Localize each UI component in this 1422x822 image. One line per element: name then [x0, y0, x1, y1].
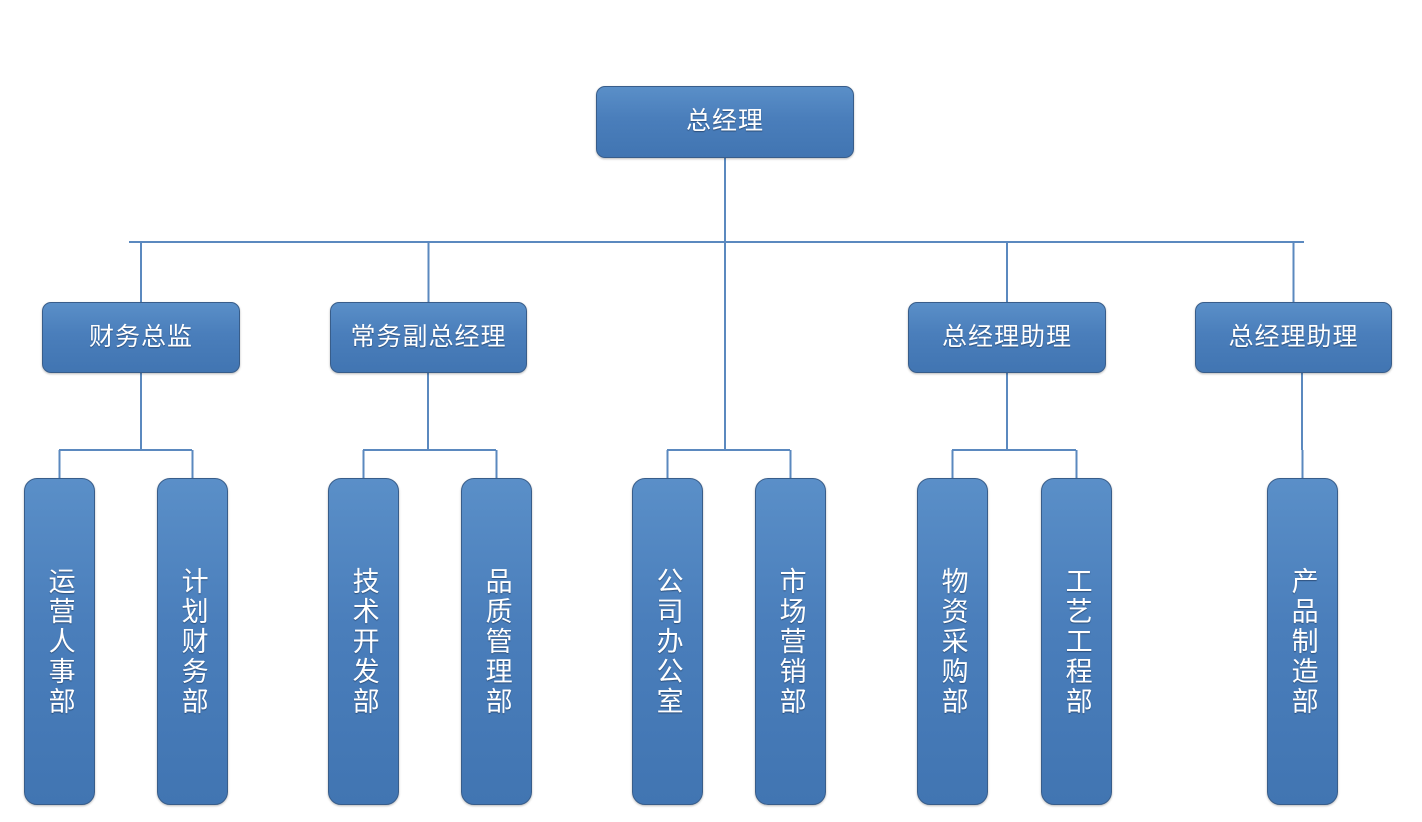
org-node-label-planning-finance: 计划财务部 [177, 566, 208, 717]
node-label-wrap: 产品制造部 [1268, 479, 1337, 804]
org-node-label-process-engineering: 工艺工程部 [1061, 566, 1092, 717]
org-node-label-tech-development: 技术开发部 [348, 566, 379, 717]
org-node-process-engineering[interactable]: 工艺工程部 [1041, 478, 1112, 805]
org-node-manufacturing[interactable]: 产品制造部 [1267, 478, 1338, 805]
org-node-label-gm-assistant-2: 总经理助理 [1228, 323, 1359, 351]
org-node-cfo[interactable]: 财务总监 [42, 302, 240, 373]
org-node-planning-finance[interactable]: 计划财务部 [157, 478, 228, 805]
org-node-marketing[interactable]: 市场营销部 [755, 478, 826, 805]
org-node-gm-assistant-1[interactable]: 总经理助理 [908, 302, 1106, 373]
org-node-label-cfo: 财务总监 [88, 323, 193, 351]
org-node-exec-vp[interactable]: 常务副总经理 [330, 302, 527, 373]
org-node-label-operations-hr: 运营人事部 [44, 566, 75, 717]
org-node-label-exec-vp: 常务副总经理 [350, 323, 507, 351]
node-label-wrap: 运营人事部 [25, 479, 94, 804]
node-label-wrap: 公司办公室 [633, 479, 702, 804]
org-node-procurement[interactable]: 物资采购部 [917, 478, 988, 805]
org-node-label-quality-management: 品质管理部 [481, 566, 512, 717]
node-label-wrap: 物资采购部 [918, 479, 987, 804]
org-node-label-procurement: 物资采购部 [937, 566, 968, 717]
org-node-root[interactable]: 总经理 [596, 86, 854, 158]
org-node-label-company-office: 公司办公室 [652, 566, 683, 717]
node-label-wrap: 计划财务部 [158, 479, 227, 804]
node-label-wrap: 工艺工程部 [1042, 479, 1111, 804]
node-label-wrap: 市场营销部 [756, 479, 825, 804]
org-node-company-office[interactable]: 公司办公室 [632, 478, 703, 805]
org-node-label-gm-assistant-1: 总经理助理 [941, 323, 1072, 351]
org-node-label-manufacturing: 产品制造部 [1287, 566, 1318, 717]
org-node-label-root: 总经理 [685, 108, 764, 136]
org-node-operations-hr[interactable]: 运营人事部 [24, 478, 95, 805]
node-label-wrap: 品质管理部 [462, 479, 531, 804]
org-node-label-marketing: 市场营销部 [775, 566, 806, 717]
node-label-wrap: 技术开发部 [329, 479, 398, 804]
org-node-gm-assistant-2[interactable]: 总经理助理 [1195, 302, 1392, 373]
org-node-tech-development[interactable]: 技术开发部 [328, 478, 399, 805]
org-node-quality-management[interactable]: 品质管理部 [461, 478, 532, 805]
